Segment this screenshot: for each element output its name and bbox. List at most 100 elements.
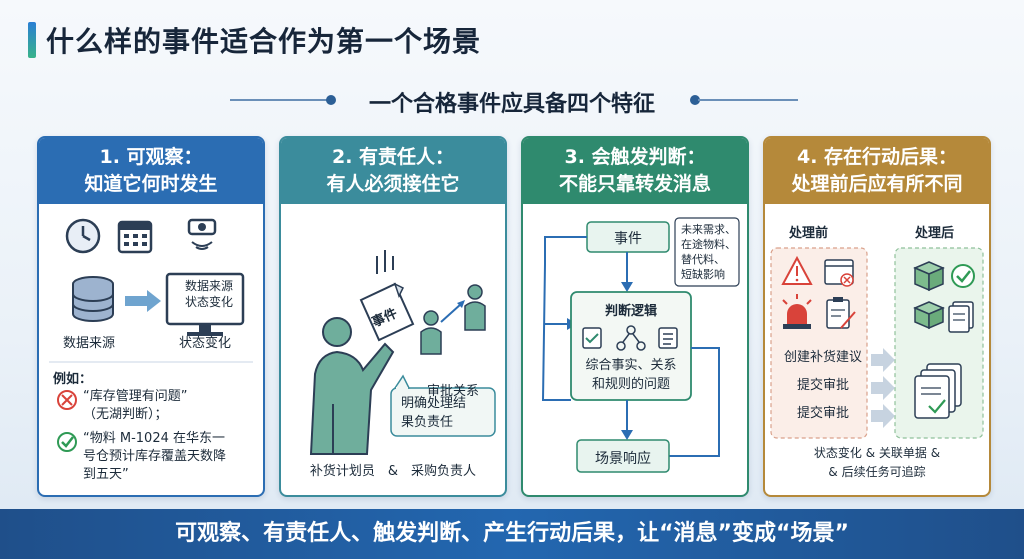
page-title: 什么样的事件适合作为第一个场景	[46, 25, 482, 58]
card-consequence-illustration	[770, 247, 984, 439]
card-judgment: 3. 会触发判断： 不能只靠转发消息	[521, 136, 749, 497]
card-judgment-header: 3. 会触发判断： 不能只靠转发消息	[523, 138, 747, 204]
consequence-footer: 状态变化 & 关联单据 & & 后续任务可追踪	[771, 444, 983, 482]
action-submit-2: 提交审批	[796, 406, 849, 421]
approval-label: 审批关系	[427, 384, 480, 399]
before-panel	[770, 247, 868, 439]
note-text: 未来需求、 在途物料、 替代料、 短缺影响	[681, 222, 736, 282]
bad-example-line1: “库存管理有问题”	[83, 389, 188, 404]
alarm-light-icon	[782, 294, 812, 329]
roles-label: 补货计划员 & 采购负责人	[309, 464, 477, 479]
database-icon	[72, 276, 114, 322]
card-observable-illustration	[49, 218, 253, 452]
bubble-text: 明确处理结 果负责任	[401, 394, 491, 432]
box-icon	[913, 261, 945, 292]
subtitle-line-left	[230, 99, 330, 101]
calendar-icon	[117, 220, 153, 254]
response-label: 场景响应	[595, 451, 651, 467]
action-create: 创建补货建议	[783, 350, 862, 365]
monitor-icon	[165, 272, 245, 336]
action-arrows-icon	[871, 348, 895, 428]
logic-text-line1: 综合事实、关系	[585, 358, 677, 373]
planner-person-icon	[309, 317, 395, 455]
card-observable-header: 1. 可观察： 知道它何时发生	[39, 138, 263, 204]
falling-motion-icon	[376, 250, 394, 274]
note-text-line1: 未来需求、	[681, 223, 736, 236]
bottom-banner: 可观察、有责任人、触发判断、产生行动后果，让“消息”变成“场景”	[0, 509, 1024, 559]
card-owner-subtitle: 有人必须接住它	[326, 173, 460, 195]
subtitle-dot-right	[690, 95, 700, 105]
logic-title: 判断逻辑	[604, 304, 657, 319]
approval-arrow-icon	[440, 300, 465, 323]
title-accent-bar	[28, 22, 36, 58]
card-consequence-subtitle: 处理前后应有所不同	[791, 173, 963, 195]
note-text-line2: 在途物料、	[681, 238, 736, 251]
subtitle-line-right	[698, 99, 798, 101]
good-example: “物料 M-1024 在华东一 号仓预计库存覆盖天数降 到五天”	[83, 430, 226, 484]
card-owner-header: 2. 有责任人： 有人必须接住它	[281, 138, 505, 204]
before-label: 处理前	[789, 226, 829, 241]
card-consequence-body: 处理前 处理后 创建补货建议 提交审批 提交审批 状态变化 & 关联单据 & &…	[765, 204, 989, 495]
clock-icon	[65, 218, 101, 254]
card-owner: 2. 有责任人： 有人必须接住它	[279, 136, 507, 497]
flow-arrow-icon	[125, 290, 161, 312]
event-document-icon	[359, 282, 415, 342]
action-submit-1: 提交审批	[796, 378, 849, 393]
good-example-line1: “物料 M-1024 在华东一	[83, 431, 225, 446]
check-circle-icon	[951, 264, 975, 288]
note-text-line3: 替代料、	[681, 253, 725, 266]
form-check-icon	[582, 327, 602, 349]
speech-bubble	[390, 374, 496, 437]
good-example-line3: 到五天”	[83, 467, 129, 482]
card-consequence-header: 4. 存在行动后果： 处理前后应有所不同	[765, 138, 989, 204]
card-judgment-flow	[541, 217, 740, 473]
monitor-text: 数据来源 状态变化	[179, 278, 239, 310]
checklist-icon	[658, 327, 678, 349]
bubble-text-line2: 果负责任	[401, 415, 454, 430]
error-icon	[57, 390, 77, 410]
clipboard-edit-icon	[826, 297, 856, 329]
bubble-text-line1: 明确处理结	[401, 396, 467, 411]
approval-person-low-icon	[420, 310, 442, 355]
monitor-text-line2: 状态变化	[184, 295, 233, 309]
card-owner-title: 2. 有责任人：	[331, 146, 455, 168]
note-box	[674, 217, 740, 287]
after-label: 处理后	[915, 226, 955, 241]
card-observable-title: 1. 可观察：	[99, 146, 203, 168]
subtitle-dot-left	[326, 95, 336, 105]
example-title: 例如：	[53, 372, 93, 387]
approval-person-high-icon	[464, 284, 486, 331]
subtitle: 一个合格事件应具备四个特征	[368, 92, 655, 117]
check-icon	[57, 432, 77, 452]
monitor-text-line1: 数据来源	[184, 279, 233, 293]
card-consequence: 4. 存在行动后果： 处理前后应有所不同	[763, 136, 991, 497]
data-source-label: 数据来源	[63, 336, 116, 351]
box-small-icon	[913, 301, 945, 330]
card-consequence-title: 4. 存在行动后果：	[796, 146, 958, 168]
card-judgment-subtitle: 不能只靠转发消息	[558, 173, 711, 195]
card-owner-body: 事件 审批关系 明确处理结 果负责任 补货计划员 & 采购负责人	[281, 204, 505, 495]
bad-example-line2: （无湖判断）；	[83, 407, 168, 422]
network-icon	[616, 325, 646, 351]
logic-text: 综合事实、关系 和规则的问题	[571, 356, 691, 394]
state-change-label: 状态变化	[179, 336, 232, 351]
card-observable-subtitle: 知道它何时发生	[84, 173, 218, 195]
good-example-line2: 号仓预计库存覆盖天数降	[83, 449, 227, 464]
bad-example: “库存管理有问题” （无湖判断）；	[83, 388, 187, 424]
card-owner-illustration	[309, 250, 496, 455]
result-documents-icon	[914, 363, 962, 419]
note-text-line4: 短缺影响	[681, 268, 725, 281]
logic-text-line2: 和规则的问题	[591, 377, 670, 392]
consequence-footer-line2: & 后续任务可追踪	[828, 465, 926, 479]
warning-icon	[781, 255, 813, 285]
error-window-icon	[824, 259, 854, 287]
logic-box	[570, 291, 692, 401]
consequence-footer-line1: 状态变化 & 关联单据 &	[813, 446, 941, 460]
card-observable-body: 数据来源 状态变化 数据来源 状态变化 例如： “库存管理有问题” （无湖判断）…	[39, 204, 263, 495]
event-box-label: 事件	[614, 231, 642, 247]
sensor-icon	[187, 218, 217, 250]
document-stack-icon	[948, 301, 974, 333]
response-box	[576, 439, 670, 473]
card-judgment-title: 3. 会触发判断：	[564, 146, 706, 168]
card-observable: 1. 可观察： 知道它何时发生	[37, 136, 265, 497]
